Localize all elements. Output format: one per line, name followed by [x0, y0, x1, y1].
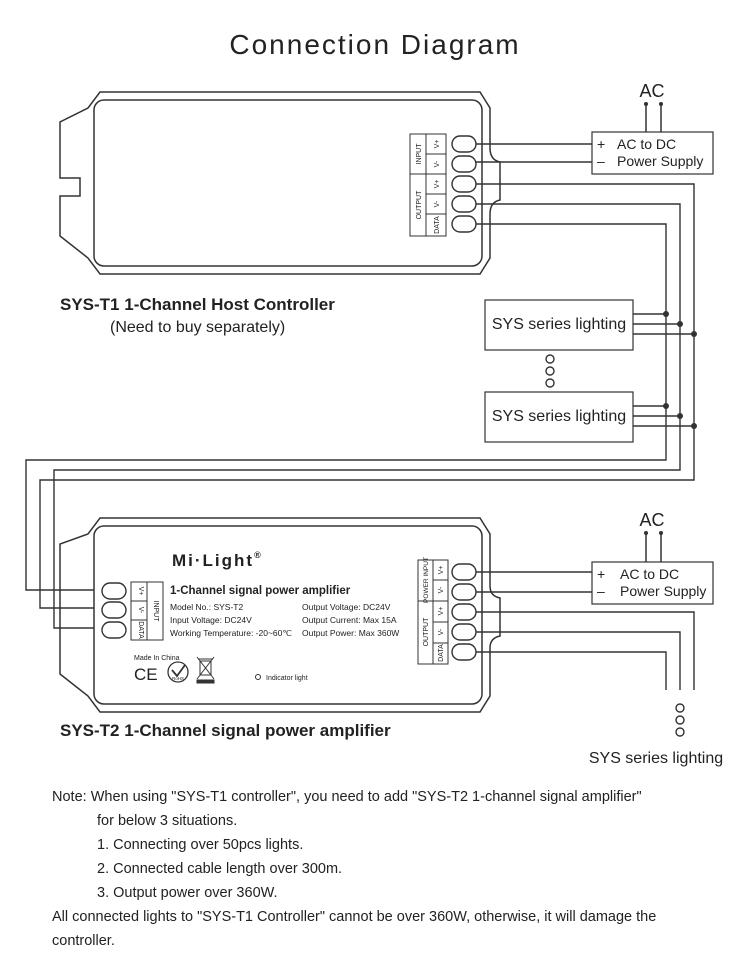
amp-pin-vminus-in: V-	[438, 586, 445, 593]
host-terminal-block	[409, 133, 447, 237]
page-title: Connection Diagram	[229, 29, 520, 60]
amp-pin-vplus-out: V+	[438, 607, 445, 616]
note-line-1: Note: When using "SYS-T1 controller", yo…	[52, 785, 712, 809]
amp-right-terminals	[451, 563, 477, 661]
lighting-box-2-label: SYS series lighting	[492, 408, 626, 425]
amp-in-label: INPUT	[152, 601, 159, 623]
amplifier	[59, 517, 501, 713]
amp-pin-data-out: DATA	[438, 644, 445, 662]
ps-bottom-line2: Power Supply	[620, 583, 706, 599]
amp-left-terminal-block	[130, 581, 164, 641]
note-item-2: 2. Connected cable length over 300m.	[97, 861, 343, 877]
rohs-icon: RoHS	[167, 661, 189, 683]
ellipsis-dots-middle	[545, 354, 555, 388]
ps-bottom-line1: AC to DC	[620, 566, 679, 582]
wiring-top	[25, 143, 695, 629]
host-vminus-out: V-	[434, 200, 441, 207]
lighting-box-1	[484, 299, 634, 351]
amp-output-label: OUTPUT	[423, 617, 430, 647]
ps-bottom-plus: +	[597, 566, 605, 582]
amp-right-terminal-block	[417, 559, 449, 665]
host-vplus-in: V+	[434, 140, 441, 149]
power-supply-top	[591, 131, 714, 175]
weee-bin-icon	[196, 656, 215, 684]
ellipsis-dots-bottom	[675, 703, 685, 737]
lighting-box-2	[484, 391, 634, 443]
host-input-label: INPUT	[416, 143, 423, 165]
amp-output-power: Output Power: Max 360W	[302, 628, 399, 638]
amp-brand: Mi·Light®	[172, 550, 263, 570]
ce-mark: CE	[134, 665, 158, 684]
connection-diagram: Connection Diagram INPUT OUTPUT V+ V- V+…	[25, 29, 723, 767]
amp-made-in: Made In China	[134, 655, 180, 662]
junction-dots-top	[663, 311, 697, 429]
amp-heading: 1-Channel signal power amplifier	[170, 585, 351, 597]
ac-label-bottom: AC	[639, 510, 664, 530]
ac-wires-bottom	[645, 533, 662, 562]
amp-power-input-label: POWER INPUT	[423, 557, 430, 603]
note-footer: All connected lights to "SYS-T1 Controll…	[52, 909, 657, 949]
power-supply-bottom	[591, 561, 714, 605]
amp-name: SYS-T2 1-Channel signal power amplifier	[60, 721, 391, 740]
amp-in-vminus: V-	[137, 607, 144, 614]
host-terminals	[451, 135, 477, 233]
host-vplus-out: V+	[434, 180, 441, 189]
indicator-light-icon	[255, 674, 261, 680]
ps-top-plus: +	[597, 136, 605, 152]
host-output-label: OUTPUT	[416, 190, 423, 220]
ac-label-top: AC	[639, 81, 664, 101]
host-vminus-in: V-	[434, 160, 441, 167]
host-name: SYS-T1 1-Channel Host Controller	[60, 295, 335, 314]
note-text-1: When using "SYS-T1 controller", you need…	[90, 789, 642, 805]
bottom-lighting-label: SYS series lighting	[589, 750, 723, 767]
ps-bottom-minus: –	[597, 583, 605, 599]
amp-temp: Working Temperature: -20~60℃	[170, 628, 292, 638]
amp-pin-vplus-in: V+	[438, 566, 445, 575]
amp-left-terminals	[101, 582, 127, 639]
host-controller	[59, 91, 501, 275]
amp-model: Model No.: SYS-T2	[170, 602, 243, 612]
ps-top-line2: Power Supply	[617, 153, 703, 169]
lighting-box-1-label: SYS series lighting	[492, 316, 626, 333]
note-item-1: 1. Connecting over 50pcs lights.	[97, 837, 304, 853]
wiring-bottom	[476, 571, 695, 690]
host-subtitle: (Need to buy separately)	[110, 319, 285, 336]
amp-in-data: DATA	[137, 621, 144, 639]
amp-in-vplus: V+	[137, 587, 144, 596]
ps-top-minus: –	[597, 153, 605, 169]
amp-input-voltage: Input Voltage: DC24V	[170, 615, 252, 625]
ac-wires-top	[645, 104, 662, 132]
note-item-3: 3. Output power over 360W.	[97, 885, 278, 901]
svg-text:RoHS: RoHS	[172, 676, 184, 681]
amp-output-current: Output Current: Max 15A	[302, 615, 397, 625]
note-label: Note:	[52, 789, 87, 805]
host-data-out: DATA	[434, 216, 441, 234]
note-line-1b: for below 3 situations.	[97, 813, 238, 829]
amp-pin-vminus-out: V-	[438, 628, 445, 635]
note-section: Note: When using "SYS-T1 controller", yo…	[52, 785, 712, 953]
ps-top-line1: AC to DC	[617, 136, 676, 152]
indicator-light-label: Indicator light	[266, 675, 308, 682]
amp-output-voltage: Output Voltage: DC24V	[302, 602, 391, 612]
